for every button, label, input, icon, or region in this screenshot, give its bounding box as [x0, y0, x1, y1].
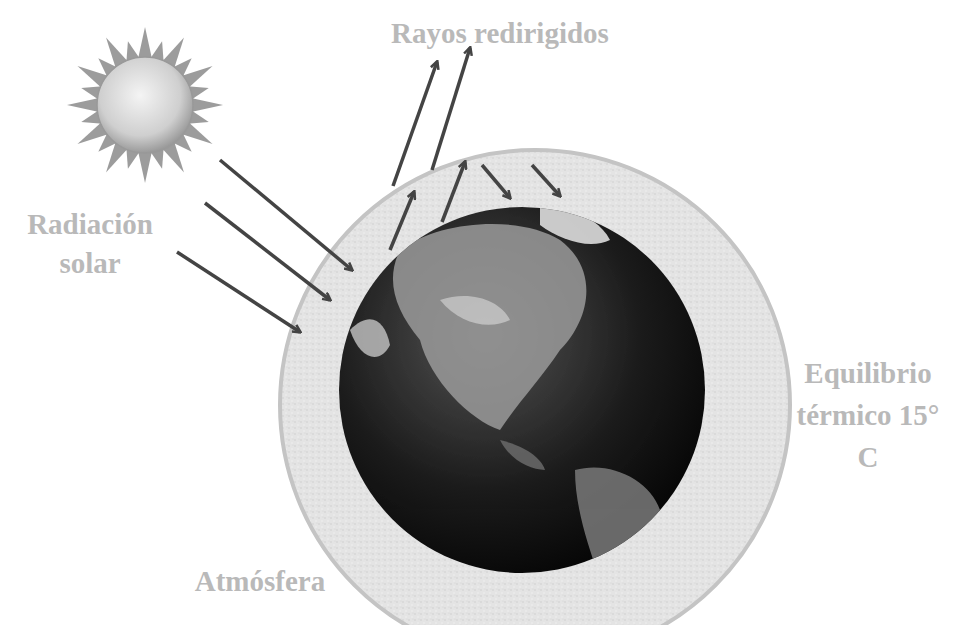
earth: [339, 200, 705, 580]
sun-ray: [191, 98, 223, 112]
side-label: Radiación solar: [5, 205, 175, 283]
sun-ray: [138, 27, 152, 59]
region-label: Atmósfera: [180, 562, 340, 601]
radiation-arrows: [177, 48, 560, 332]
atmosphere-ring: [280, 150, 790, 625]
sun-ray: [138, 151, 152, 183]
sun: [67, 27, 223, 183]
side-label: Equilibrio térmico 15° C: [788, 352, 948, 478]
title-label: Rayos redirigidos: [360, 14, 640, 53]
sun-ray: [67, 98, 99, 112]
